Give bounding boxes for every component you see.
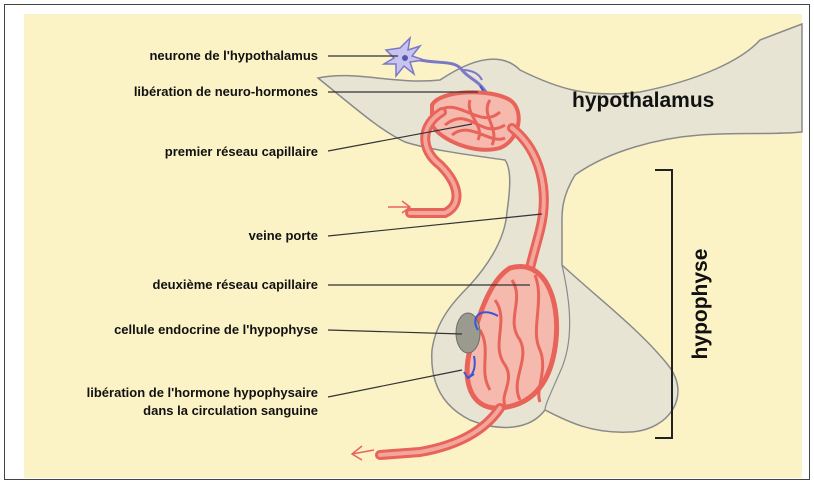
label-second-network: deuxième réseau capillaire (153, 277, 318, 292)
label-release-hormone-line1: libération de l'hormone hypophysaire (87, 385, 318, 400)
label-neuron: neurone de l'hypothalamus (149, 48, 318, 63)
label-portal-vein: veine porte (249, 228, 318, 243)
label-release-neuro: libération de neuro-hormones (134, 84, 318, 99)
region-hypophyse: hypophyse (689, 249, 712, 360)
region-hypothalamus: hypothalamus (572, 89, 714, 112)
label-endocrine-cell: cellule endocrine de l'hypophyse (114, 322, 318, 337)
label-release-hormone-line2: dans la circulation sanguine (143, 403, 318, 418)
label-first-network: premier réseau capillaire (165, 144, 318, 159)
